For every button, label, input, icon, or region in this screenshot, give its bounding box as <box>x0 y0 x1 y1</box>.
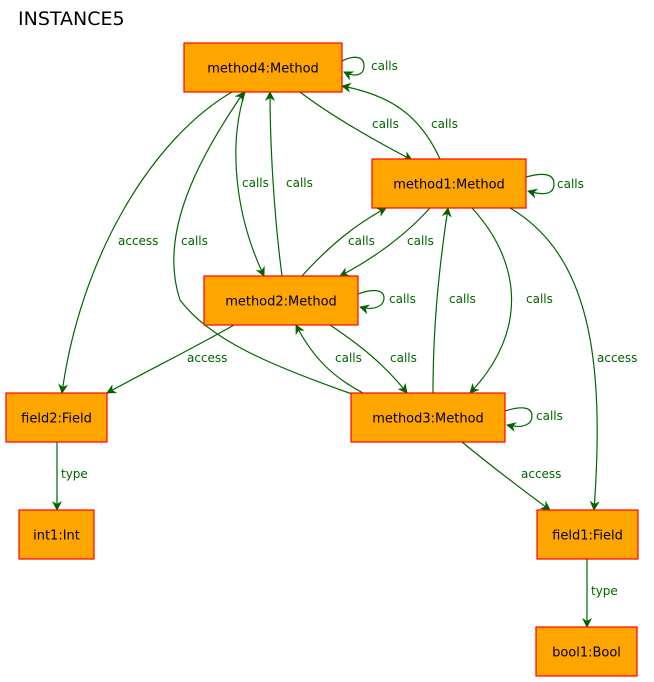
diagram-title: INSTANCE5 <box>18 8 125 30</box>
edge-label: calls <box>526 292 553 306</box>
edge-field2-to-int1: type <box>52 442 88 511</box>
edge-method1-to-method1: calls <box>525 173 584 199</box>
node-method1[interactable]: method1:Method <box>371 158 527 209</box>
edge-field1-to-bool1: type <box>582 559 618 628</box>
edge-method4-to-method2: calls <box>235 91 269 277</box>
edge-label: access <box>118 234 158 248</box>
edge-method1-to-method3: calls <box>469 207 553 394</box>
edge-line <box>432 207 452 394</box>
edge-method4-to-method1: calls <box>299 91 413 161</box>
node-box <box>536 509 639 560</box>
node-method4[interactable]: method4:Method <box>183 42 343 93</box>
edge-label: calls <box>181 234 208 248</box>
node-label: field1:Field <box>552 529 623 544</box>
edge-line <box>58 91 233 394</box>
edge-method2-to-method3: calls <box>329 324 417 394</box>
edge-line <box>525 173 555 199</box>
edge-line <box>357 289 385 315</box>
edge-line <box>461 441 551 511</box>
node-box <box>5 392 108 443</box>
edge-line <box>265 91 283 277</box>
edge-label: calls <box>372 117 399 131</box>
edge-line <box>173 91 353 395</box>
node-label: method2:Method <box>225 295 337 310</box>
edge-method1-to-method2: calls <box>339 207 434 277</box>
edge-line <box>235 91 265 277</box>
edge-method2-to-method2: calls <box>357 289 416 315</box>
node-box <box>535 626 638 677</box>
node-label: method4:Method <box>207 62 319 77</box>
node-box <box>183 42 343 93</box>
edge-line <box>341 82 441 160</box>
edge-label: access <box>187 351 227 365</box>
edge-label: calls <box>286 176 313 190</box>
node-method3[interactable]: method3:Method <box>350 392 506 443</box>
edge-label: calls <box>371 59 398 73</box>
node-label: bool1:Bool <box>552 646 621 661</box>
edge-method2-to-method1: calls <box>301 207 387 277</box>
edge-label: calls <box>335 351 362 365</box>
node-box <box>350 392 506 443</box>
edge-label: type <box>61 467 88 481</box>
edge-method4-to-method4: calls <box>341 56 398 81</box>
edge-label: calls <box>389 292 416 306</box>
edge-method4-to-field2: access <box>58 91 233 394</box>
edge-line <box>504 407 533 432</box>
node-box <box>203 275 359 326</box>
edge-label: calls <box>348 234 375 248</box>
edge-label: access <box>597 351 637 365</box>
edge-line <box>339 207 431 277</box>
edge-line <box>469 207 513 394</box>
edge-method2-to-field2: access <box>106 324 235 394</box>
edge-line <box>329 324 408 394</box>
edges-layer: calls calls calls calls calls access calls call… <box>52 56 637 628</box>
edge-line <box>295 324 364 394</box>
edge-method3-to-method2: calls <box>295 324 364 394</box>
edge-label: calls <box>449 292 476 306</box>
node-label: method3:Method <box>372 412 484 427</box>
edge-method3-to-method3: calls <box>504 407 563 432</box>
edge-line <box>509 207 600 511</box>
node-field1[interactable]: field1:Field <box>536 509 639 560</box>
edge-method3-to-field1: access <box>461 441 561 511</box>
edge-line <box>299 91 413 161</box>
node-label: int1:Int <box>33 529 80 544</box>
node-field2[interactable]: field2:Field <box>5 392 108 443</box>
edge-line <box>106 324 235 394</box>
edge-method3-to-method4: calls <box>173 91 353 395</box>
edge-method1-to-method4: calls <box>341 82 458 160</box>
edge-label: calls <box>431 117 458 131</box>
node-label: field2:Field <box>21 412 92 427</box>
edge-line <box>301 207 387 277</box>
node-box <box>18 509 95 560</box>
edge-label: calls <box>407 234 434 248</box>
edge-label: calls <box>536 409 563 423</box>
edge-method1-to-field1: access <box>509 207 637 511</box>
edge-method3-to-method1: calls <box>432 207 476 394</box>
edge-label: calls <box>557 177 584 191</box>
edge-label: type <box>591 584 618 598</box>
edge-line <box>341 56 365 81</box>
node-int1[interactable]: int1:Int <box>18 509 95 560</box>
edge-label: calls <box>242 176 269 190</box>
node-bool1[interactable]: bool1:Bool <box>535 626 638 677</box>
nodes-layer: method4:Method method1:Method method2:Meth… <box>5 42 639 677</box>
node-label: method1:Method <box>393 178 505 193</box>
node-method2[interactable]: method2:Method <box>203 275 359 326</box>
edge-method2-to-method4: calls <box>265 91 313 277</box>
edge-label: access <box>521 467 561 481</box>
edge-label: calls <box>390 351 417 365</box>
node-box <box>371 158 527 209</box>
